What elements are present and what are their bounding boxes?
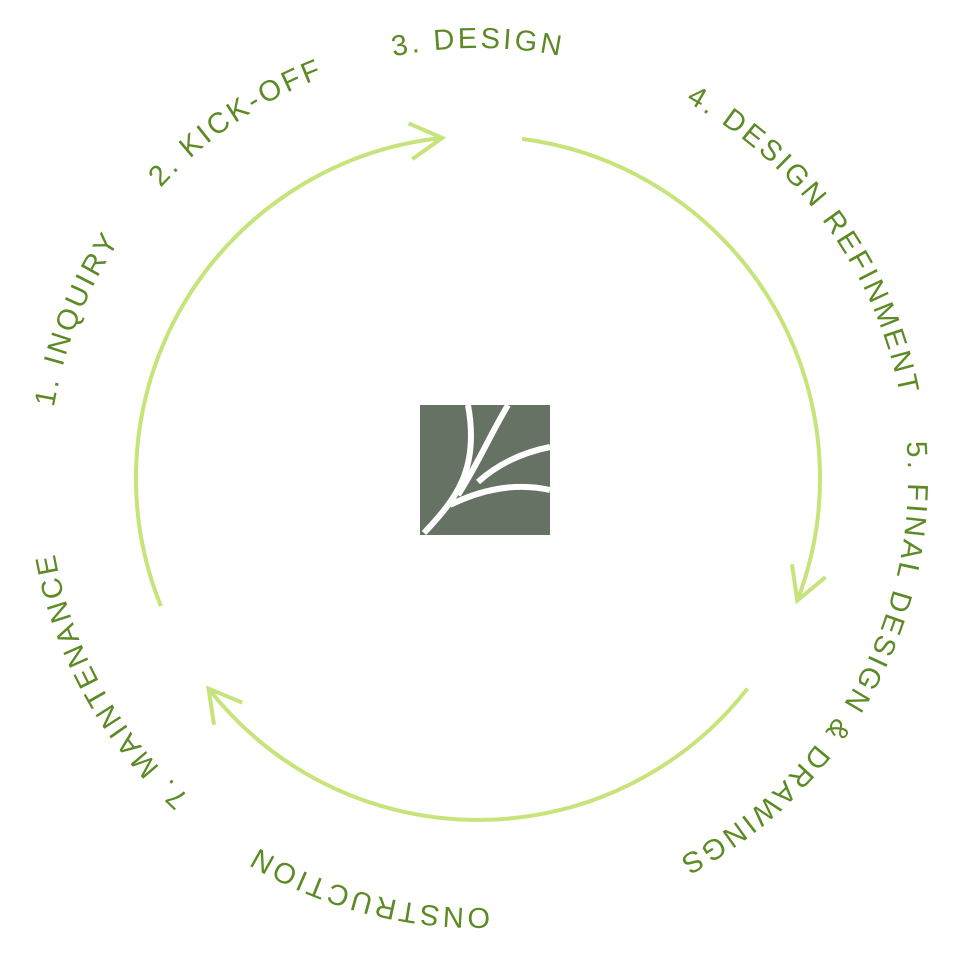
stage-label-design: 3. DESIGN [389,23,567,63]
arrowhead-icon [789,563,827,605]
stage-label-kick-off: 2. KICK-OFF [142,53,327,193]
cycle-arrows [134,121,827,822]
arrowhead-icon [205,685,244,726]
stage-label-design-refinement: 4. DESIGN REFINMENT [682,80,925,399]
cycle-arc [521,136,822,602]
leaf-branches-logo [420,403,551,536]
stage-label-maintenance: 7. MAINTENANCE [30,550,194,815]
cycle-arc [206,687,750,822]
arrowhead-icon [407,121,447,161]
stage-label-inquiry: 1. INQUIRY [29,226,126,409]
cycle-arc [134,135,443,607]
stage-label-final-design: 5. FINAL DESIGN & DRAWINGS [674,440,933,881]
